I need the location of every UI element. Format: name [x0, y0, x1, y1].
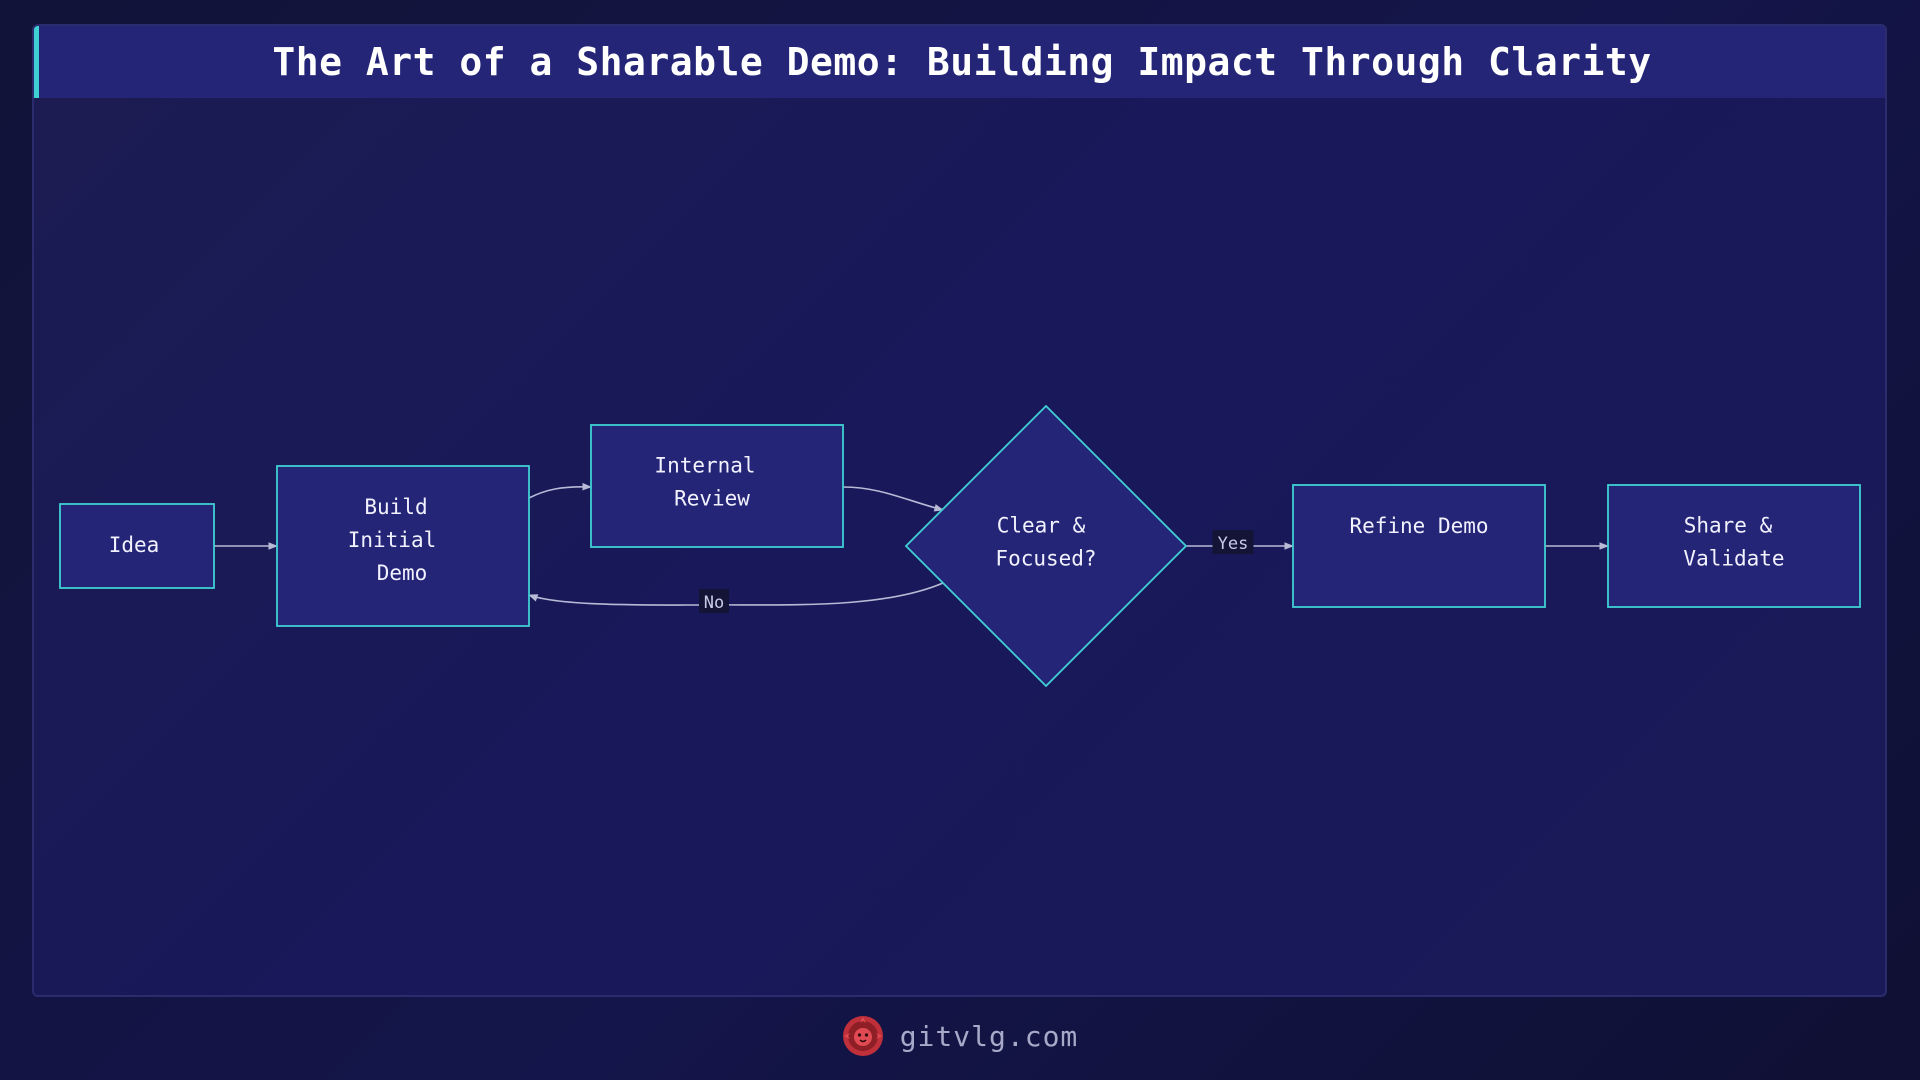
- page-title: The Art of a Sharable Demo: Building Imp…: [272, 40, 1652, 84]
- footer-site: gitvlg.com: [899, 1019, 1079, 1053]
- edge-label-text: No: [704, 593, 724, 613]
- node-label-line: Share &: [1684, 514, 1773, 538]
- node-label-line: Validate: [1683, 547, 1784, 571]
- process-box: [276, 465, 530, 627]
- edge-decision-to-build: [528, 582, 944, 606]
- process-box: [1292, 484, 1546, 608]
- node-label-line: Internal: [654, 454, 755, 478]
- node-label-line: Idea: [109, 533, 160, 557]
- node-refine: Refine Demo: [1292, 484, 1546, 608]
- edge-label-text: Yes: [1218, 534, 1249, 554]
- node-label-line: Build: [364, 495, 427, 519]
- lion-head-icon: [842, 1016, 883, 1056]
- process-box: [590, 424, 844, 548]
- edges-layer: [214, 482, 1609, 606]
- edge-label-no: No: [699, 589, 729, 613]
- decision-diamond: [904, 404, 1188, 688]
- node-idea: Idea: [59, 503, 215, 589]
- node-label-line: Demo: [377, 561, 428, 585]
- node-label-line: Refine Demo: [1349, 514, 1488, 538]
- edge-review-to-decision: [842, 486, 944, 512]
- edge-build-to-review: [528, 482, 592, 499]
- footer: gitvlg.com: [0, 1008, 1920, 1064]
- node-label-line: Focused?: [995, 547, 1096, 571]
- title-bar: The Art of a Sharable Demo: Building Imp…: [34, 26, 1885, 98]
- nodes-layer: IdeaBuildInitialDemoInternalReviewClear …: [59, 404, 1861, 688]
- node-label-line: Review: [674, 487, 750, 511]
- node-decision: Clear & Focused?: [904, 404, 1188, 688]
- process-box: [1607, 484, 1861, 608]
- node-share: Share & Validate: [1607, 484, 1861, 608]
- node-label-line: Initial: [348, 528, 437, 552]
- node-label-line: Clear &: [997, 514, 1086, 538]
- process-box: [59, 503, 215, 589]
- edge-label-yes: Yes: [1212, 530, 1254, 554]
